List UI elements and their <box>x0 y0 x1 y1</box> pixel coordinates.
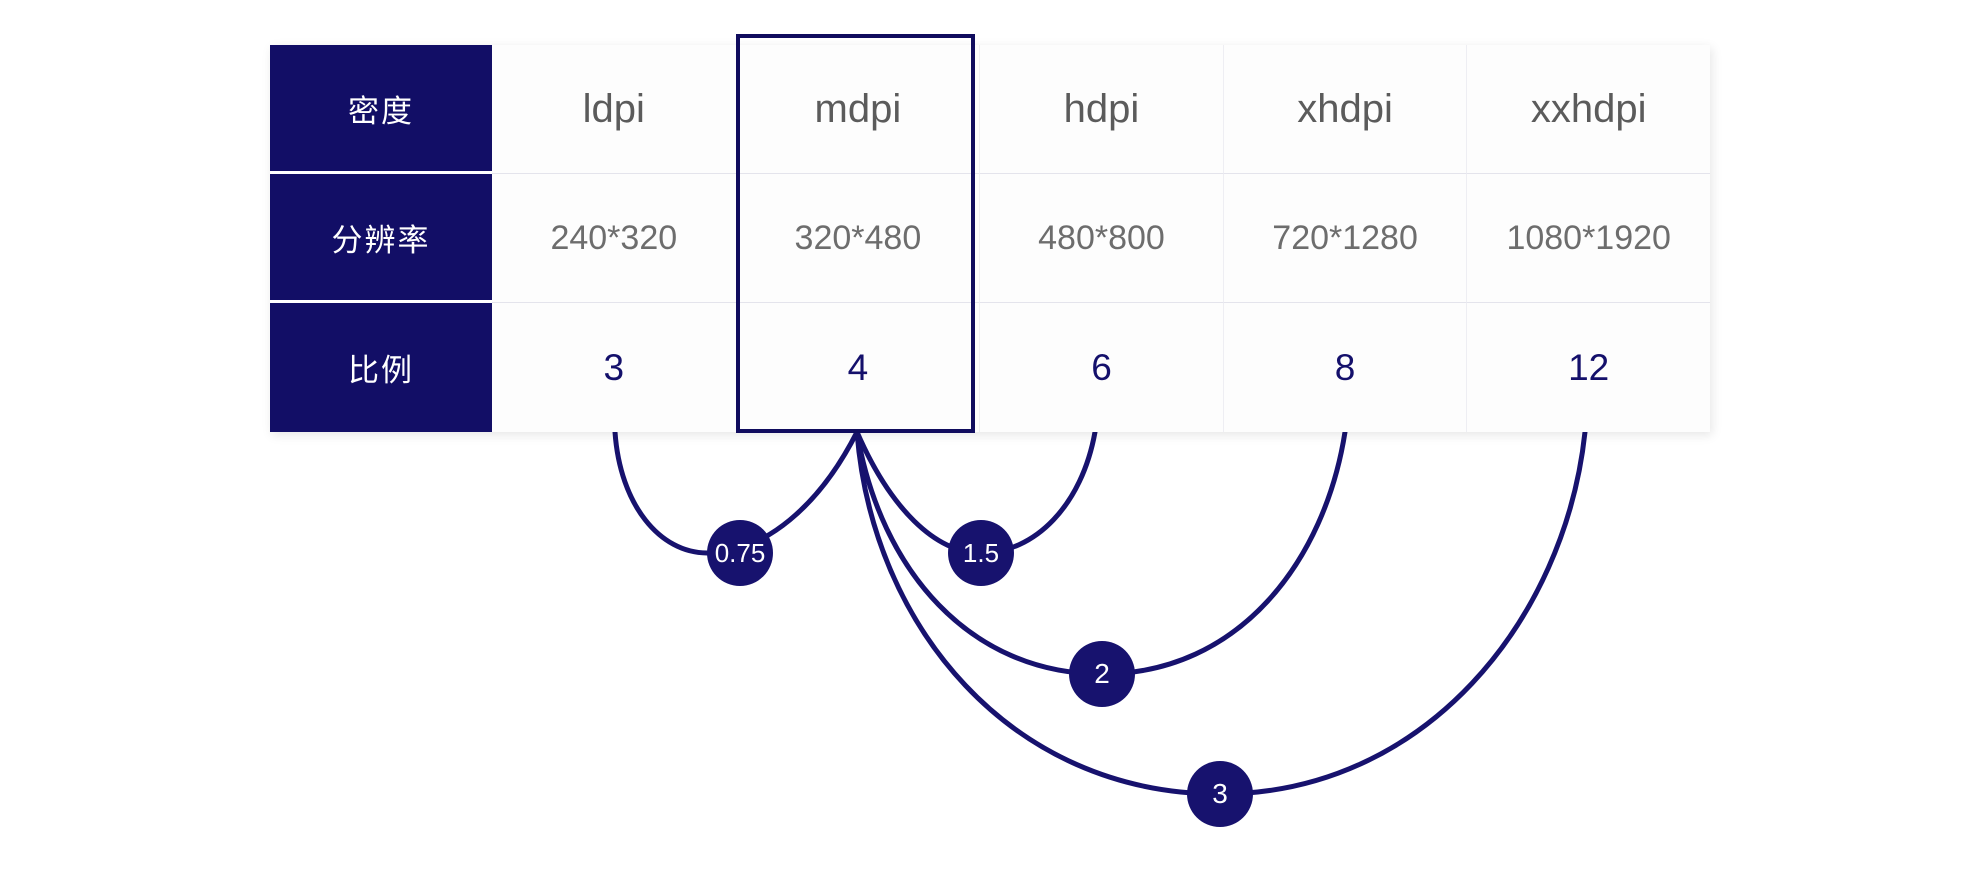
scale-badge-ldpi-text: 0.75 <box>714 538 766 568</box>
resolution-cell-hdpi-text: 480*800 <box>1038 218 1165 257</box>
scale-badge-xhdpi[interactable]: 2 <box>1069 641 1135 707</box>
ratio-cell-xhdpi: 8 <box>1222 303 1467 432</box>
resolution-cell-ldpi-text: 240*320 <box>550 218 678 257</box>
scale-badge-xxhdpi[interactable]: 3 <box>1187 761 1253 827</box>
ratio-cell-ldpi-text: 3 <box>603 346 625 388</box>
ratio-cell-ldpi: 3 <box>492 303 736 432</box>
scale-badge-xhdpi-text: 2 <box>1094 658 1110 689</box>
row-label-resolution: 分辨率 <box>270 174 492 303</box>
row-label-resolution-text: 分辨率 <box>331 222 431 258</box>
scale-badge-xxhdpi-text: 3 <box>1212 778 1228 809</box>
ratio-cell-hdpi-text: 6 <box>1091 346 1112 388</box>
header-cell-hdpi[interactable]: hdpi <box>979 45 1223 174</box>
resolution-cell-hdpi: 480*800 <box>979 174 1223 303</box>
resolution-cell-xhdpi: 720*1280 <box>1222 174 1467 303</box>
header-cell-hdpi-text: hdpi <box>1063 86 1140 131</box>
ratio-cell-xxhdpi: 12 <box>1466 303 1710 432</box>
ratio-cell-mdpi-text: 4 <box>847 346 869 388</box>
resolution-cell-xxhdpi-text: 1080*1920 <box>1506 218 1671 257</box>
scale-badge-ldpi[interactable]: 0.75 <box>707 520 773 586</box>
resolution-cell-mdpi: 320*480 <box>735 174 980 303</box>
header-cell-mdpi[interactable]: mdpi <box>735 45 980 174</box>
row-label-ratio: 比例 <box>270 303 492 432</box>
header-cell-ldpi-text: ldpi <box>582 86 645 131</box>
density-table: 密度 ldpi mdpi hdpi xhdpi xxhdpi 分辨率 240*3… <box>270 45 1710 432</box>
ratio-cell-hdpi: 6 <box>979 303 1223 432</box>
ratio-cell-xhdpi-text: 8 <box>1334 346 1356 388</box>
header-cell-mdpi-text: mdpi <box>814 86 902 131</box>
scale-badge-hdpi-text: 1.5 <box>962 538 1000 568</box>
arc-xxhdpi <box>854 429 1588 797</box>
header-cell-xhdpi-text: xhdpi <box>1297 86 1393 131</box>
scale-badge-hdpi[interactable]: 1.5 <box>948 520 1014 586</box>
row-label-density-text: 密度 <box>348 93 414 129</box>
header-cell-xxhdpi[interactable]: xxhdpi <box>1466 45 1710 174</box>
resolution-cell-ldpi: 240*320 <box>492 174 736 303</box>
header-cell-xhdpi[interactable]: xhdpi <box>1222 45 1467 174</box>
ratio-cell-mdpi: 4 <box>735 303 980 432</box>
resolution-cell-xxhdpi: 1080*1920 <box>1466 174 1710 303</box>
row-label-ratio-text: 比例 <box>348 353 414 388</box>
resolution-cell-mdpi-text: 320*480 <box>794 218 922 257</box>
resolution-cell-xhdpi-text: 720*1280 <box>1272 218 1418 257</box>
header-cell-ldpi[interactable]: ldpi <box>492 45 736 174</box>
ratio-cell-xxhdpi-text: 12 <box>1568 346 1610 388</box>
header-cell-xxhdpi-text: xxhdpi <box>1530 86 1647 131</box>
row-label-density: 密度 <box>270 45 492 174</box>
